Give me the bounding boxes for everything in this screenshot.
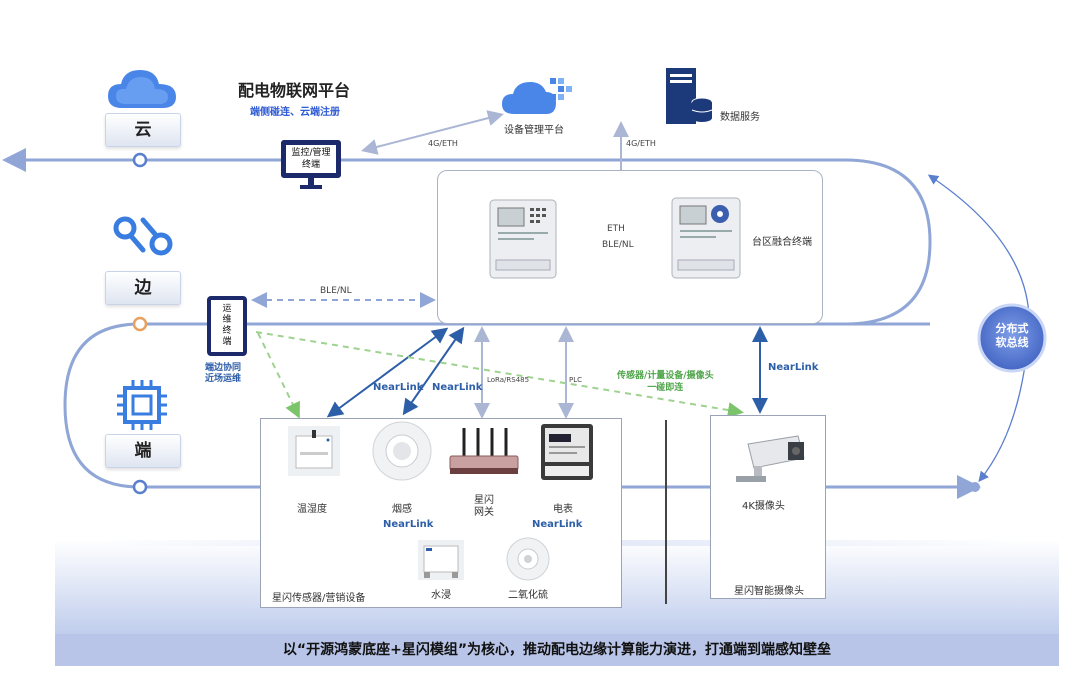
monitor-stand [300, 178, 322, 189]
ops-caption: 端边协同 近场运维 [205, 363, 241, 385]
edge-link-icon [113, 216, 173, 256]
soft-bus-line2: 软总线 [995, 336, 1029, 349]
device-label-gateway-line1: 星闪 [474, 495, 494, 506]
link-4g-right: 4G/ETH [626, 139, 656, 148]
ops-terminal-char3: 终 [222, 326, 232, 336]
link-ble-nl-left: BLE/NL [320, 286, 352, 296]
tier-cloud-label: 云 [105, 113, 181, 147]
fusion-terminal-label: 台区融合终端 [752, 237, 812, 248]
data-service-label: 数据服务 [720, 112, 760, 123]
link-eth: ETH [607, 224, 625, 234]
device-management-cloud-icon [502, 78, 572, 114]
camera-icon [736, 435, 805, 482]
nearlink-label-1: NearLink [373, 382, 424, 393]
link-plc: PLC [569, 376, 583, 384]
ops-terminal-char2: 维 [222, 315, 232, 325]
cloud-icon [108, 70, 176, 108]
device-node [132, 479, 148, 495]
ops-terminal-char4: 端 [222, 337, 232, 347]
monitor-terminal-line1: 监控/管理 [291, 148, 331, 158]
server-icon [666, 68, 713, 124]
nearlink-gateway [449, 428, 519, 474]
camera-panel-title: 星闪智能摄像头 [734, 586, 804, 597]
electricity-meter [541, 424, 593, 480]
temperature-humidity-sensor [288, 426, 340, 476]
cloud-node [132, 152, 148, 168]
ops-terminal: 运 维 终 端 [207, 296, 247, 356]
page-subtitle: 端侧碰连、云端注册 [250, 107, 340, 118]
smoke-detector [372, 421, 432, 481]
edge-panel [437, 170, 823, 324]
footer-banner: 以“开源鸿蒙底座+星闪模组”为核心，推动配电边缘计算能力演进，打通端到端感知壁垒 [55, 634, 1059, 666]
water-immersion-sensor [418, 540, 464, 580]
sensor-panel-title: 星闪传感器/营销设备 [272, 593, 366, 604]
tier-device-label: 端 [105, 434, 181, 468]
fusion-terminal-left [489, 199, 557, 279]
device-label-water: 水浸 [431, 590, 451, 601]
device-label-temp: 温湿度 [297, 504, 327, 515]
device-label-smoke: 烟感 [392, 504, 412, 515]
nearlink-label-right: NearLink [532, 519, 583, 530]
device-label-meter: 电表 [553, 504, 573, 515]
device-label-gateway: 星闪 网关 [474, 495, 494, 519]
soft-bus-circle [977, 303, 1047, 373]
nearlink-label-2: NearLink [432, 382, 483, 393]
edge-node [132, 316, 148, 332]
device-label-gateway-line2: 网关 [474, 507, 494, 518]
fusion-terminal-right [671, 197, 741, 279]
monitor-terminal-line2: 终端 [301, 160, 320, 170]
green-link-line2: 一碰即连 [647, 383, 684, 393]
soft-bus-line1: 分布式 [995, 322, 1029, 335]
ops-caption-line2: 近场运维 [205, 374, 242, 384]
link-ble-nl-mid: BLE/NL [602, 240, 634, 250]
nearlink-camera-label: NearLink [768, 362, 819, 373]
monitor-terminal: 监控/管理 终端 [281, 140, 341, 178]
device-label-so2: 二氧化硫 [508, 590, 548, 601]
device-label-camera: 4K摄像头 [742, 501, 785, 512]
link-lora: LoRa/RS485 [487, 376, 530, 384]
device-management-label: 设备管理平台 [504, 125, 564, 136]
green-link-line1: 传感器/计量设备/摄像头 [617, 371, 714, 381]
green-link-label: 传感器/计量设备/摄像头 一碰即连 [617, 370, 714, 394]
tier-edge-label: 边 [105, 271, 181, 305]
ops-caption-line1: 端边协同 [205, 363, 242, 373]
soft-bus-label: 分布式 软总线 [988, 322, 1036, 350]
nearlink-label-left: NearLink [383, 519, 434, 530]
ops-terminal-char1: 运 [222, 304, 232, 314]
page-title: 配电物联网平台 [238, 81, 351, 100]
chip-icon [117, 380, 167, 430]
link-4g-left: 4G/ETH [428, 139, 458, 148]
so2-sensor [506, 537, 550, 581]
